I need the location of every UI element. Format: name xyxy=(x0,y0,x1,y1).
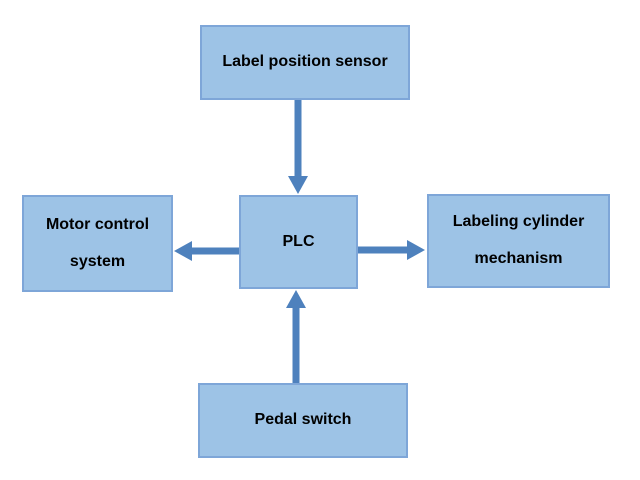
arrow-plc-to-motor xyxy=(174,241,239,261)
node-label: PLC xyxy=(282,232,315,250)
node-labeling-cylinder-mechanism: Labeling cylinder mechanism xyxy=(427,194,610,288)
arrow-pedal-to-plc xyxy=(286,290,306,383)
arrow-sensor-to-plc xyxy=(288,100,308,194)
node-label: Labeling cylinder mechanism xyxy=(452,213,585,267)
node-pedal-switch: Pedal switch xyxy=(198,383,408,458)
node-motor-control-system: Motor control system xyxy=(22,195,173,292)
node-plc: PLC xyxy=(239,195,358,289)
node-label-position-sensor: Label position sensor xyxy=(200,25,410,100)
node-label: Label position sensor xyxy=(222,53,388,71)
arrow-plc-to-cylinder xyxy=(358,240,425,260)
node-label: Motor control system xyxy=(45,215,150,270)
node-label: Pedal switch xyxy=(254,411,352,429)
